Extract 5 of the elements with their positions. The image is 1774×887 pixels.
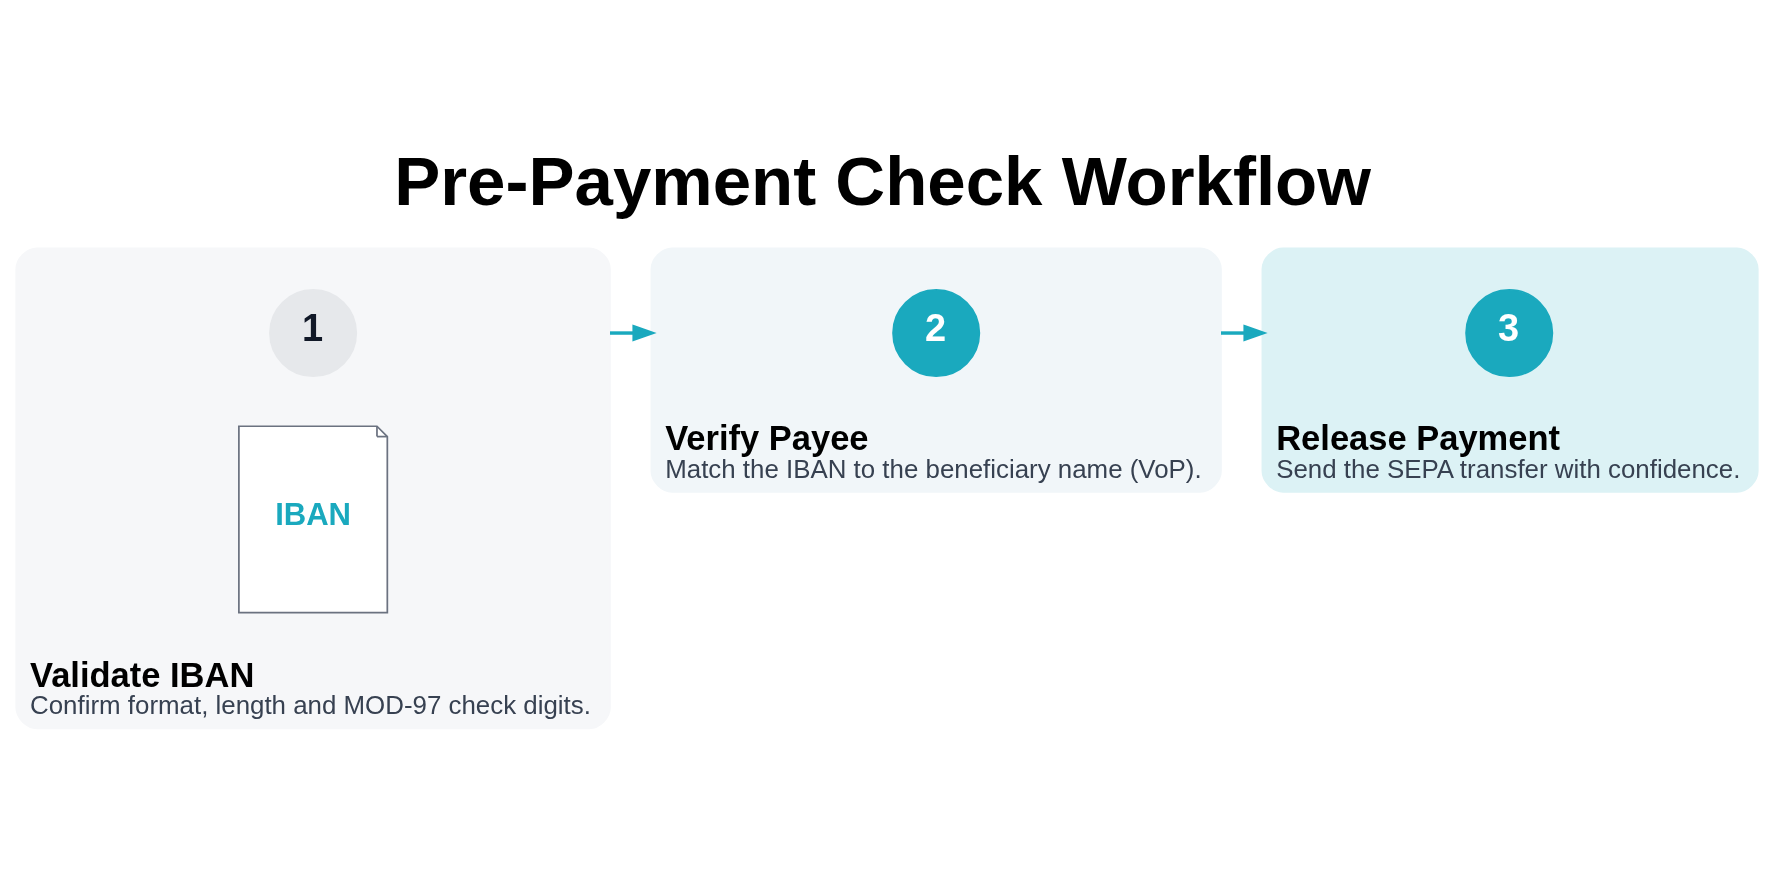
arrow bbox=[610, 324, 657, 342]
node-circle: 2 bbox=[892, 289, 981, 378]
node-circle: 3 bbox=[1465, 289, 1554, 378]
diagram-title: Pre-Payment Check Workflow bbox=[394, 143, 1371, 221]
arrow bbox=[1221, 324, 1268, 342]
